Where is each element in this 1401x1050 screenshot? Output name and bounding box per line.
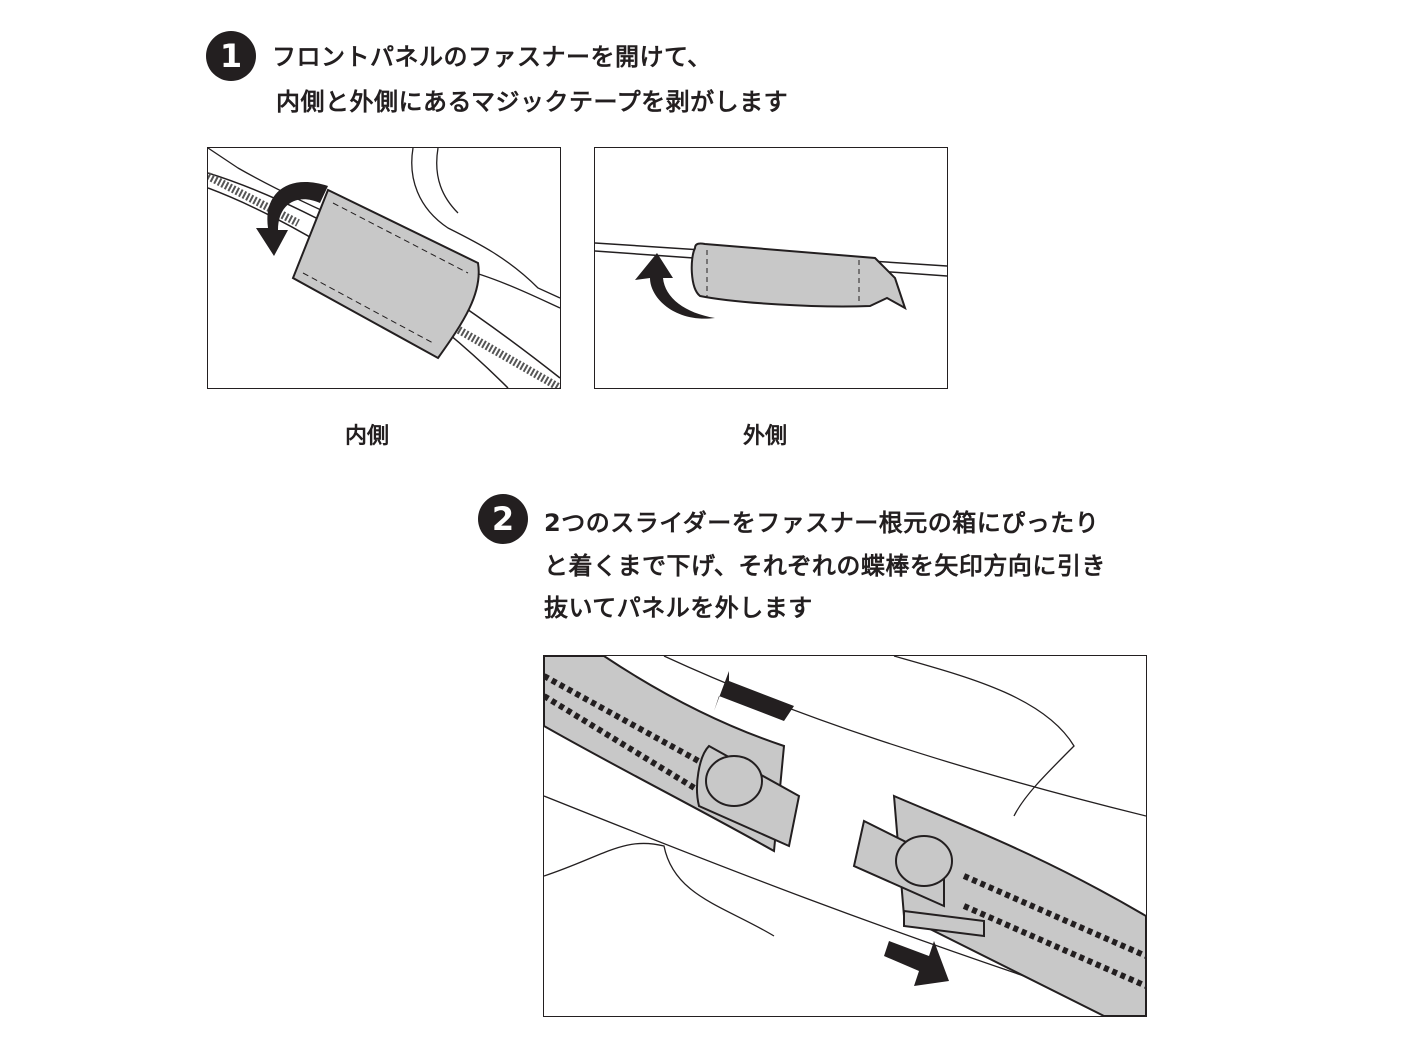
step-1-text-line-1: フロントパネルのファスナーを開けて、 (272, 43, 712, 71)
step-2-number-badge: 2 (478, 494, 528, 544)
illustration-outer-velcro (594, 147, 948, 389)
illustration-inner-velcro (207, 147, 561, 389)
caption-outer: 外側 (742, 424, 788, 449)
illustration-zipper-sliders (543, 655, 1147, 1017)
step-2-text-line-3: 抜いてパネルを外します (544, 594, 813, 622)
caption-inner: 内側 (344, 424, 390, 449)
step-2-text-line-1: 2つのスライダーをファスナー根元の箱にぴったり (544, 509, 1100, 537)
step-1-text-line-2: 内側と外側にあるマジックテープを剥がします (276, 88, 789, 116)
step-1-number-badge: 1 (206, 31, 256, 81)
step-2-text-line-2: と着くまで下げ、それぞれの蝶棒を矢印方向に引き (544, 552, 1106, 580)
